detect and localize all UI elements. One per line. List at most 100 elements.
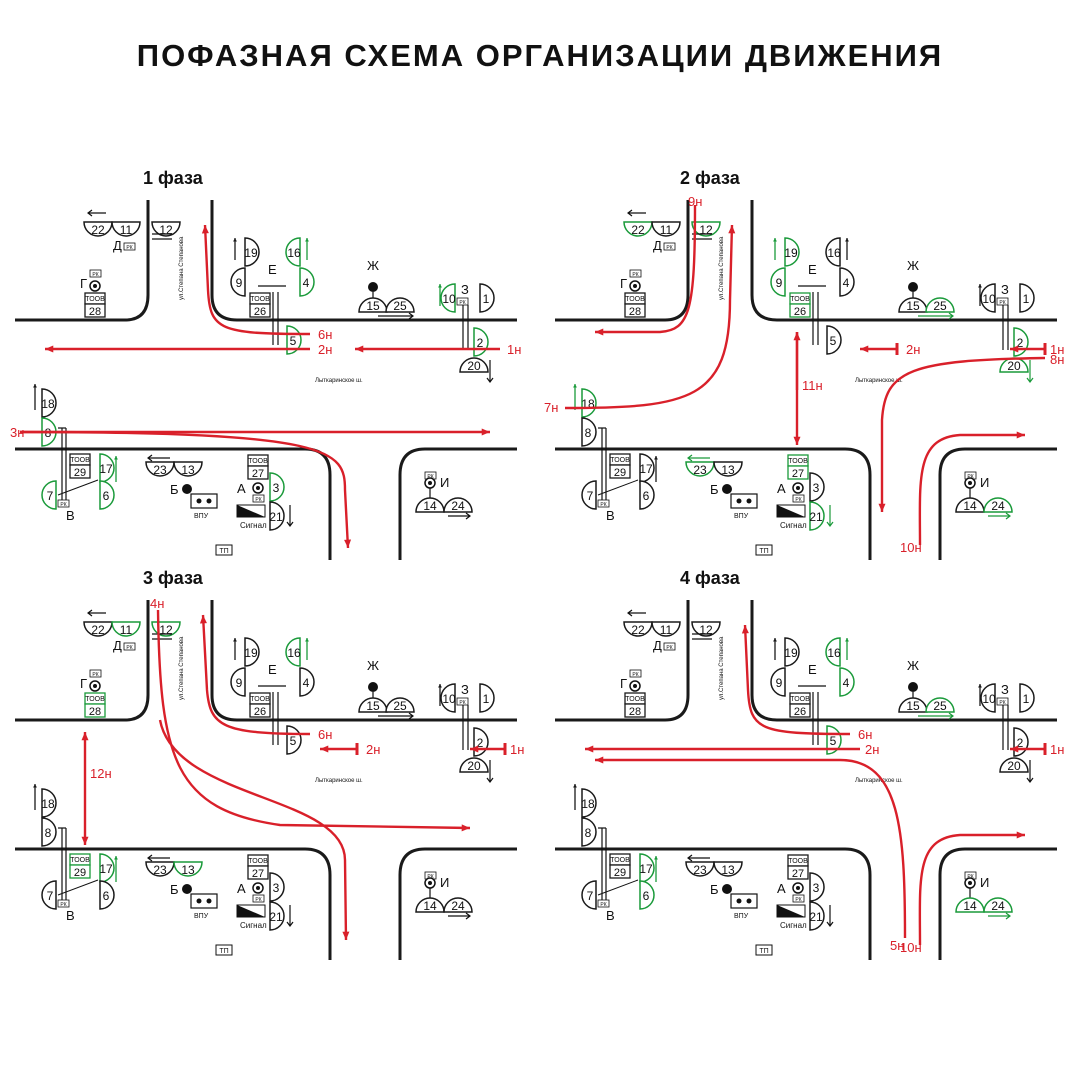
signal-14: 14 — [415, 497, 445, 513]
signal-number: 14 — [963, 499, 977, 513]
signal-6: 6 — [639, 480, 655, 510]
rk-box: РК — [89, 269, 102, 278]
toov-label: ТООВ — [610, 457, 630, 464]
letter-I: И — [980, 475, 989, 490]
phase-title: 4 фаза — [680, 568, 741, 588]
box-number: 28 — [629, 306, 641, 318]
letter-Z: З — [1001, 282, 1009, 297]
route-label: 7н — [544, 400, 558, 415]
signal-1: 1 — [479, 283, 495, 313]
signal-number: 7 — [587, 489, 594, 503]
letter-D: Д — [113, 638, 122, 653]
toov-label: ТООВ — [788, 458, 808, 465]
signal-number: 13 — [721, 463, 735, 477]
box-number: 27 — [792, 868, 804, 880]
signal-number: 21 — [809, 510, 823, 524]
signal-number: 23 — [693, 463, 707, 477]
rk-box: РК — [252, 894, 265, 903]
signal-21: 21 — [269, 501, 285, 531]
signal-number: 23 — [153, 863, 167, 877]
vpu-label: ВПУ — [734, 913, 749, 920]
signal-10: 10 — [438, 283, 456, 313]
rk-box: РК — [597, 499, 610, 508]
signal-number: 13 — [181, 463, 195, 477]
signal-number: 17 — [639, 462, 653, 476]
signal-number: 11 — [120, 623, 133, 637]
signal-number: 9 — [776, 676, 783, 690]
route-2n — [860, 343, 899, 355]
route-label: 2н — [318, 342, 332, 357]
box-number: 27 — [252, 468, 264, 480]
signal-16: 16 — [825, 637, 849, 667]
box-number: 26 — [794, 706, 806, 718]
signal-2: 2 — [473, 327, 489, 357]
signal-14: 14 — [955, 897, 985, 913]
toov-label: ТООВ — [85, 296, 105, 303]
signal-number: 20 — [467, 759, 481, 773]
vpu-box — [730, 893, 758, 909]
signal-label: Сигнал — [240, 521, 267, 530]
signal-number: 5 — [290, 734, 297, 748]
toov-label: ТООВ — [248, 858, 268, 865]
box-number: 28 — [89, 306, 101, 318]
signal-2: 2 — [1013, 727, 1029, 757]
letter-G: Г — [620, 676, 627, 691]
rk-label: РК — [255, 897, 261, 903]
route-label: 6н — [318, 727, 332, 742]
signal-8: 8 — [581, 817, 597, 847]
signal-number: 8 — [585, 826, 592, 840]
signal-number: 6 — [103, 489, 110, 503]
route-1n — [1010, 343, 1047, 355]
signal-number: 4 — [303, 276, 310, 290]
signal-5: 5 — [286, 725, 302, 755]
signal-panel — [776, 504, 806, 518]
signal-25: 25 — [925, 697, 955, 713]
signal-number: 12 — [699, 623, 713, 637]
signal-13: 13 — [713, 861, 743, 877]
signal-18: 18 — [573, 784, 597, 818]
box-number: 26 — [794, 306, 806, 318]
signal-number: 23 — [153, 463, 167, 477]
toov-label: ТООВ — [625, 696, 645, 703]
signal-label: Сигнал — [240, 921, 267, 930]
letter-Zh: Ж — [367, 258, 379, 273]
box-number: 28 — [89, 706, 101, 718]
letter-V: В — [66, 908, 75, 923]
letter-E: Е — [808, 662, 817, 677]
signal-number: 24 — [451, 499, 465, 513]
signal-1: 1 — [1019, 283, 1035, 313]
rk-box: РК — [252, 494, 265, 503]
box-number: 27 — [252, 868, 264, 880]
rk-label: РК — [92, 272, 98, 278]
street-name-vertical: ул.Степана Степанова — [719, 636, 725, 700]
signal-number: 6 — [643, 889, 650, 903]
vpu-label: ВПУ — [734, 513, 749, 520]
tp-label: ТП — [759, 948, 768, 955]
signal-number: 21 — [809, 910, 823, 924]
signal-number: 1 — [1023, 692, 1030, 706]
rk-box: РК — [996, 297, 1009, 306]
toov-label: ТООВ — [248, 458, 268, 465]
signal-4: 4 — [299, 667, 315, 697]
signal-number: 24 — [991, 499, 1005, 513]
route-3n-turn — [19, 430, 352, 549]
signal-number: 24 — [991, 899, 1005, 913]
route-1n — [1010, 743, 1047, 755]
signal-label: Сигнал — [780, 521, 807, 530]
street-name-horizontal: Лыткаринское ш. — [315, 378, 363, 384]
signal-9: 9 — [770, 667, 786, 697]
route-label: 5н — [890, 938, 904, 953]
signal-19: 19 — [233, 237, 260, 267]
rk-label: РК — [126, 245, 132, 251]
signal-number: 24 — [451, 899, 465, 913]
tp-label: ТП — [219, 548, 228, 555]
letter-Zh: Ж — [907, 258, 919, 273]
route-label: 2н — [366, 742, 380, 757]
signal-5: 5 — [826, 325, 842, 355]
signal-20: 20 — [459, 757, 489, 773]
signal-7: 7 — [41, 880, 57, 910]
